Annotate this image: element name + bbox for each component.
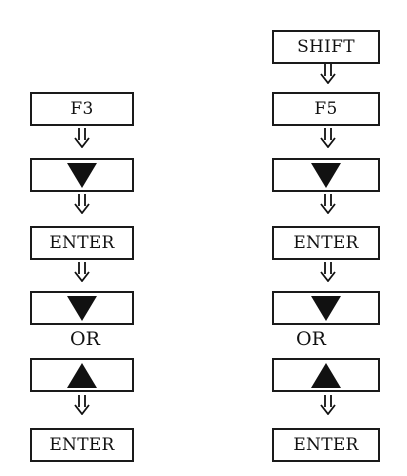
- left-key-sequence: F3 ENTER OR ENTER: [30, 0, 140, 476]
- down-triangle-icon: [311, 295, 341, 321]
- double-down-arrow-icon: [320, 262, 336, 282]
- key-down: [30, 291, 134, 325]
- double-down-arrow-icon: [320, 128, 336, 148]
- down-triangle-icon: [67, 295, 97, 321]
- double-down-arrow-icon: [320, 395, 336, 415]
- key-shift: SHIFT: [272, 30, 380, 64]
- key-f3: F3: [30, 92, 134, 126]
- key-label: SHIFT: [297, 36, 355, 57]
- key-label: ENTER: [293, 434, 359, 455]
- key-label: F5: [314, 98, 338, 119]
- key-up: [30, 358, 134, 392]
- key-down: [272, 158, 380, 192]
- double-down-arrow-icon: [320, 64, 336, 84]
- key-up: [272, 358, 380, 392]
- double-down-arrow-icon: [74, 194, 90, 214]
- key-enter: ENTER: [272, 226, 380, 260]
- up-triangle-icon: [67, 362, 97, 388]
- double-down-arrow-icon: [320, 194, 336, 214]
- down-triangle-icon: [67, 162, 97, 188]
- or-separator: OR: [70, 328, 100, 350]
- key-enter: ENTER: [30, 428, 134, 462]
- double-down-arrow-icon: [74, 262, 90, 282]
- key-enter: ENTER: [272, 428, 380, 462]
- key-down: [272, 291, 380, 325]
- key-f5: F5: [272, 92, 380, 126]
- key-label: ENTER: [49, 232, 115, 253]
- key-enter: ENTER: [30, 226, 134, 260]
- double-down-arrow-icon: [74, 395, 90, 415]
- key-label: ENTER: [49, 434, 115, 455]
- double-down-arrow-icon: [74, 128, 90, 148]
- key-down: [30, 158, 134, 192]
- key-label: ENTER: [293, 232, 359, 253]
- key-label: F3: [70, 98, 94, 119]
- up-triangle-icon: [311, 362, 341, 388]
- right-key-sequence: SHIFT F5 ENTER OR ENTER: [272, 0, 382, 476]
- down-triangle-icon: [311, 162, 341, 188]
- or-separator: OR: [296, 328, 326, 350]
